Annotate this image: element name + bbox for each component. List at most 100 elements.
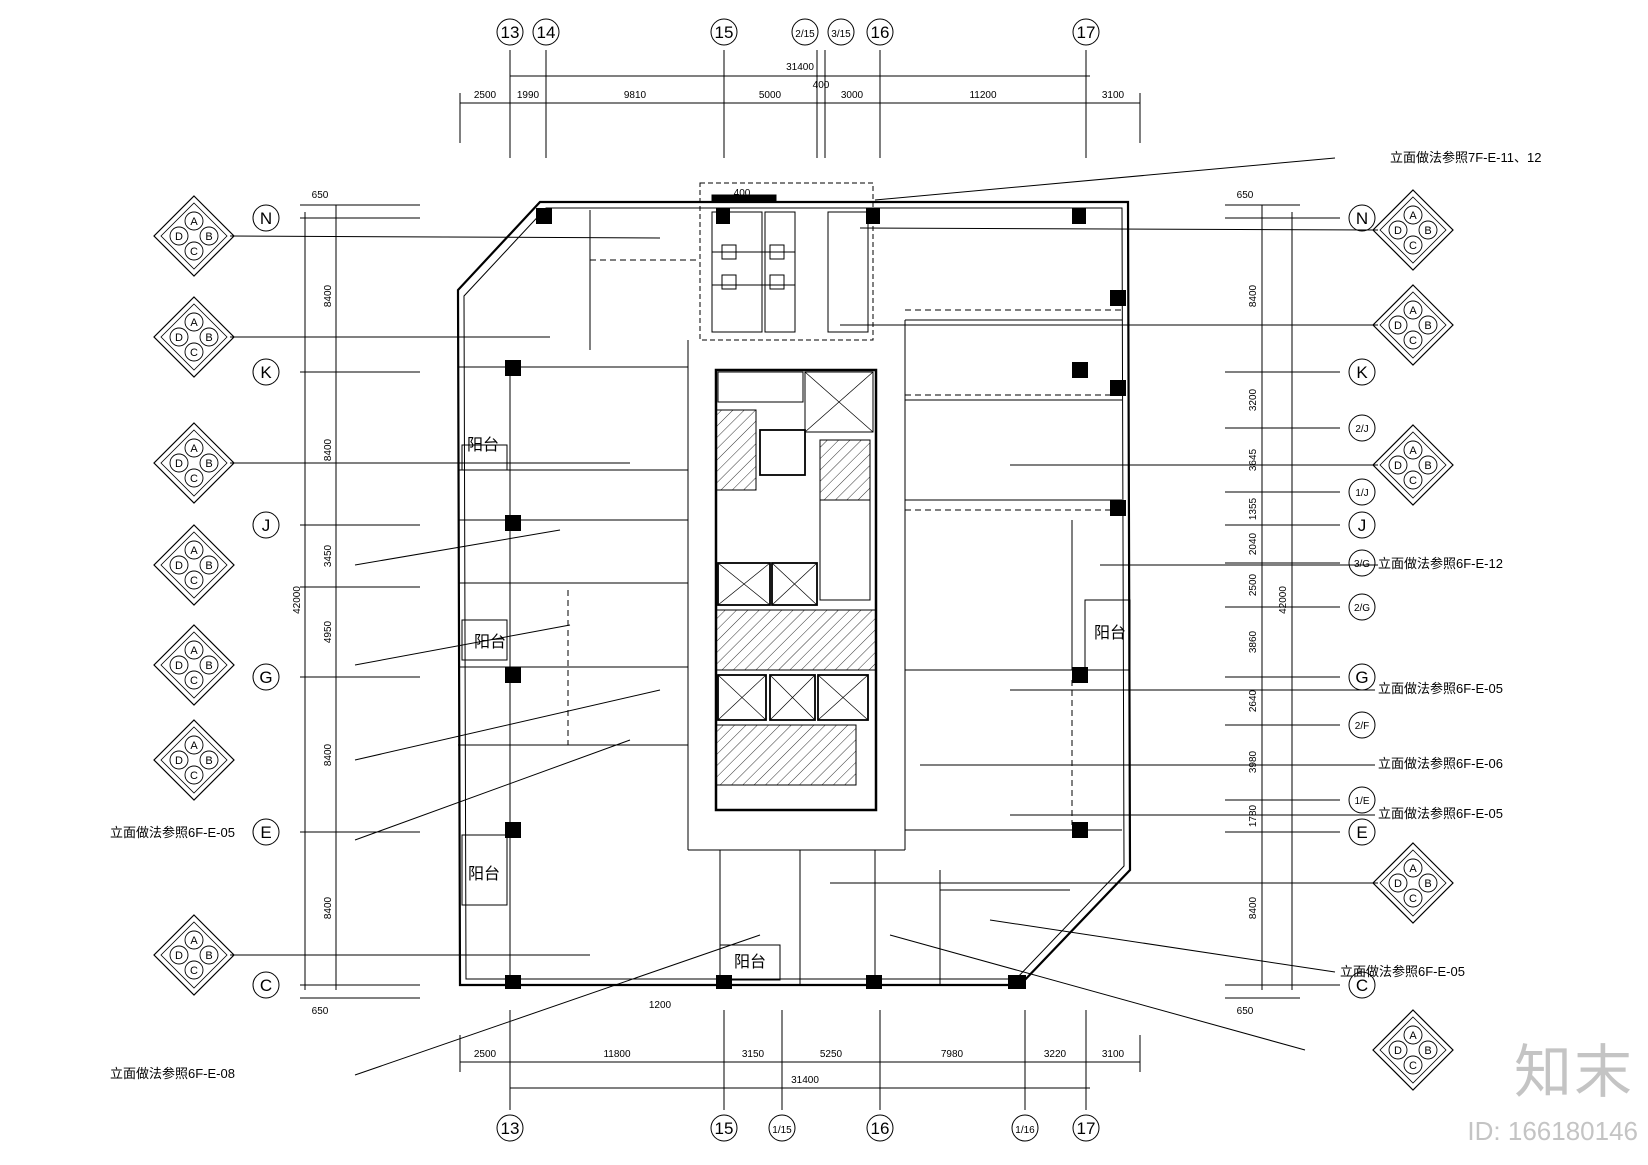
balcony-label-3: 阳台	[468, 865, 500, 883]
grid-bubble-top-2-15: 2/15	[791, 18, 819, 46]
grid-bubble-right-1E: 1/E	[1348, 786, 1376, 814]
svg-text:A: A	[190, 935, 198, 947]
bottom-dim-4: 5250	[820, 1049, 843, 1060]
top-dim-4: 5000	[759, 90, 782, 101]
note-right-3g: 立面做法参照6F-E-12	[1378, 556, 1503, 571]
svg-text:C: C	[1409, 893, 1417, 905]
grid-bubble-bottom-16: 16	[866, 1114, 894, 1142]
grid-bubble-right-G: G	[1348, 663, 1376, 691]
right-dim-2: 8400	[1248, 284, 1259, 307]
right-dim-7: 2500	[1248, 573, 1259, 596]
interior-walls	[458, 210, 1122, 985]
left-total-dim: 42000	[292, 586, 303, 614]
svg-text:G: G	[1355, 668, 1368, 687]
grid-bubble-top-15: 15	[710, 18, 738, 46]
svg-text:14: 14	[537, 23, 556, 42]
svg-text:B: B	[205, 660, 212, 672]
top-dim-1: 2500	[474, 90, 497, 101]
grid-bubble-top-14: 14	[532, 18, 560, 46]
bottom-dimension-values: 2500 11800 3150 5250 7980 3220 3100 3140…	[474, 1049, 1125, 1086]
balcony-label-2: 阳台	[474, 633, 506, 651]
svg-text:D: D	[175, 231, 183, 243]
svg-text:D: D	[175, 660, 183, 672]
structural-columns	[505, 208, 1126, 989]
svg-text:17: 17	[1077, 1119, 1096, 1138]
svg-text:D: D	[1394, 320, 1402, 332]
svg-text:A: A	[190, 216, 198, 228]
right-dimension-lines	[1225, 204, 1340, 999]
right-dim-5: 1355	[1248, 497, 1259, 520]
svg-text:E: E	[260, 823, 271, 842]
bottom-dim-2: 11800	[603, 1049, 631, 1060]
svg-text:B: B	[205, 332, 212, 344]
svg-text:A: A	[1409, 210, 1417, 222]
bottom-wall-dim: 1200	[649, 1000, 672, 1011]
bottom-dim-7: 3100	[1102, 1049, 1125, 1060]
left-dim-6: 8400	[323, 743, 334, 766]
svg-text:C: C	[260, 976, 272, 995]
svg-text:D: D	[175, 950, 183, 962]
grid-bubble-top-3-15: 3/15	[827, 18, 855, 46]
svg-text:B: B	[1424, 320, 1431, 332]
grid-bubble-top-17: 17	[1072, 18, 1100, 46]
svg-text:C: C	[190, 575, 198, 587]
svg-text:E: E	[1356, 823, 1367, 842]
svg-text:B: B	[205, 458, 212, 470]
bottom-grid-bubbles: 13 15 1/15 16 1/16 17	[496, 1114, 1100, 1142]
svg-text:B: B	[1424, 460, 1431, 472]
bottom-total-dim: 31400	[791, 1075, 819, 1086]
svg-text:B: B	[1424, 878, 1431, 890]
right-dim-12: 8400	[1248, 896, 1259, 919]
svg-text:G: G	[259, 668, 272, 687]
top-total-dim: 31400	[786, 62, 814, 73]
left-dim-2: 8400	[323, 284, 334, 307]
note-right-e: 立面做法参照6F-E-05	[1378, 806, 1503, 821]
grid-bubble-bottom-1-16: 1/16	[1011, 1114, 1039, 1142]
top-dim-7: 11200	[969, 90, 997, 101]
note-top-right: 立面做法参照7F-E-11、12	[1390, 150, 1541, 165]
svg-text:D: D	[175, 332, 183, 344]
grid-bubble-right-1J: 1/J	[1348, 478, 1376, 506]
svg-text:N: N	[260, 209, 272, 228]
svg-text:1/15: 1/15	[772, 1125, 792, 1136]
left-grid-bubbles: N K J G E C	[252, 204, 280, 999]
grid-bubble-right-2J: 2/J	[1348, 414, 1376, 442]
svg-text:15: 15	[715, 1119, 734, 1138]
svg-text:B: B	[205, 755, 212, 767]
note-right-2f: 立面做法参照6F-E-06	[1378, 756, 1503, 771]
elevation-notes: 立面做法参照7F-E-11、12 立面做法参照6F-E-12 立面做法参照6F-…	[110, 150, 1541, 1081]
top-dim-6: 3000	[841, 90, 864, 101]
svg-text:D: D	[1394, 1045, 1402, 1057]
svg-text:2/J: 2/J	[1355, 424, 1368, 435]
left-dim-5: 4950	[323, 620, 334, 643]
room-labels: 阳台 阳台 阳台 阳台 阳台	[467, 436, 1126, 971]
right-dim-top: 650	[1237, 190, 1254, 201]
right-dim-6: 2040	[1248, 532, 1259, 555]
svg-text:A: A	[1409, 445, 1417, 457]
grid-bubble-top-16: 16	[866, 18, 894, 46]
grid-bubble-bottom-13: 13	[496, 1114, 524, 1142]
leader-lines	[229, 157, 1379, 1076]
grid-bubble-right-2G: 2/G	[1348, 593, 1376, 621]
svg-text:B: B	[205, 950, 212, 962]
top-dimension-lines	[459, 50, 1141, 158]
top-dim-2: 1990	[517, 90, 540, 101]
note-right-c: 立面做法参照6F-E-05	[1340, 964, 1465, 979]
svg-text:A: A	[190, 545, 198, 557]
svg-text:C: C	[1356, 976, 1368, 995]
balcony-label-1: 阳台	[467, 436, 499, 454]
svg-text:D: D	[1394, 460, 1402, 472]
grid-bubble-left-N: N	[252, 204, 280, 232]
svg-text:A: A	[190, 443, 198, 455]
svg-text:16: 16	[871, 23, 890, 42]
left-dimension-values: 650 8400 8400 3450 4950 8400 8400 650 42…	[292, 190, 334, 1017]
note-left-e: 立面做法参照6F-E-05	[110, 825, 235, 840]
svg-text:D: D	[175, 755, 183, 767]
corridor-walls	[687, 320, 906, 851]
